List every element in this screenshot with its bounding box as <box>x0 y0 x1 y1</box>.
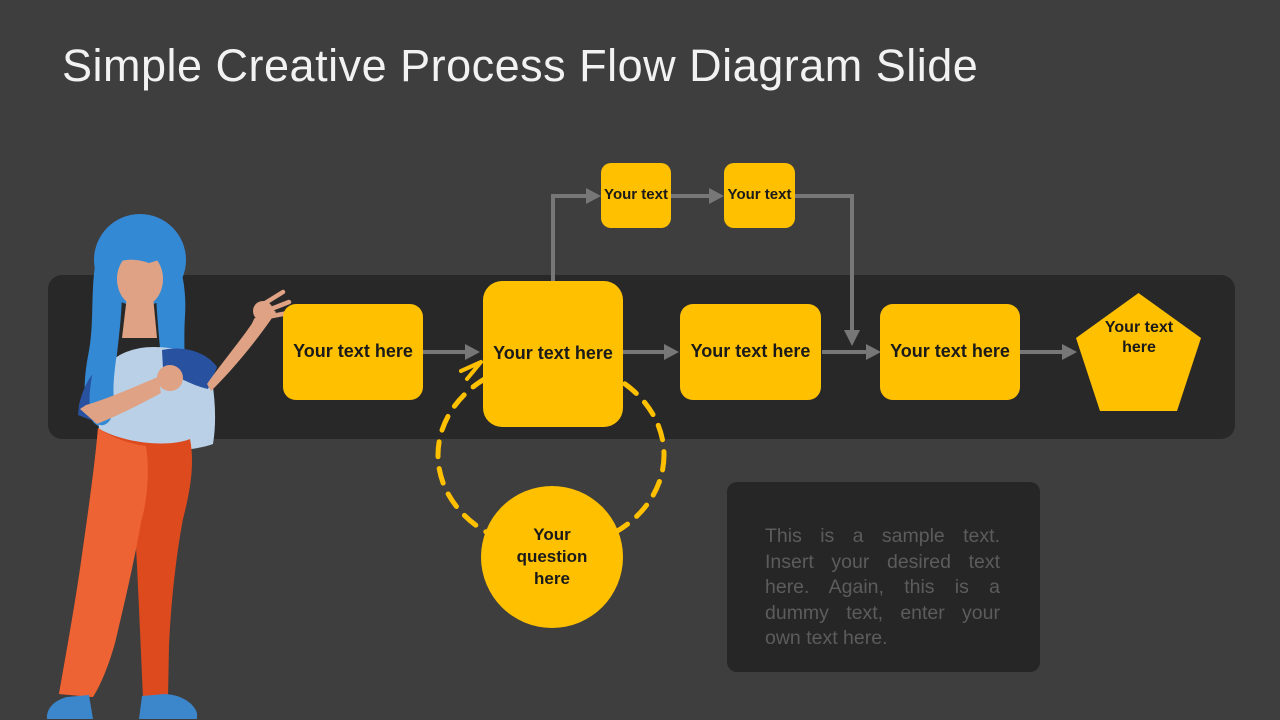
process-box-3-label: Your text here <box>690 341 811 362</box>
question-circle[interactable]: Your question here <box>481 486 623 628</box>
arrowhead-branch-2 <box>709 188 724 204</box>
process-box-2-label: Your text here <box>493 343 613 364</box>
question-circle-label: Your question here <box>516 524 588 589</box>
end-pentagon-label: Your text here <box>1104 319 1174 356</box>
pants-base <box>59 428 193 698</box>
sample-note-text: This is a sample text. Insert your desir… <box>765 525 1000 649</box>
process-band-background <box>48 275 1235 439</box>
process-box-4-label: Your text here <box>890 341 1010 362</box>
branch-box-1-label: Your text <box>604 186 668 204</box>
process-box-1[interactable]: Your text here <box>283 304 423 400</box>
sample-note-box[interactable]: This is a sample text. Insert your desir… <box>727 482 1040 672</box>
branch-box-2-label: Your text <box>727 186 792 204</box>
process-box-2[interactable]: Your text here <box>483 281 623 427</box>
process-box-1-label: Your text here <box>293 341 413 362</box>
end-pentagon[interactable]: Your text here <box>1070 290 1208 416</box>
branch-box-1[interactable]: Your text <box>601 163 671 228</box>
hair-fringe <box>110 237 172 266</box>
process-box-4[interactable]: Your text here <box>880 304 1020 400</box>
arrowhead-branch-1 <box>586 188 601 204</box>
process-box-3[interactable]: Your text here <box>680 304 821 400</box>
shoe-right <box>139 694 197 719</box>
branch-box-2[interactable]: Your text <box>724 163 795 228</box>
slide-title: Simple Creative Process Flow Diagram Sli… <box>62 40 979 91</box>
branch-up-line <box>551 194 586 282</box>
pants-highlight <box>59 428 148 697</box>
shoe-left <box>46 695 93 719</box>
